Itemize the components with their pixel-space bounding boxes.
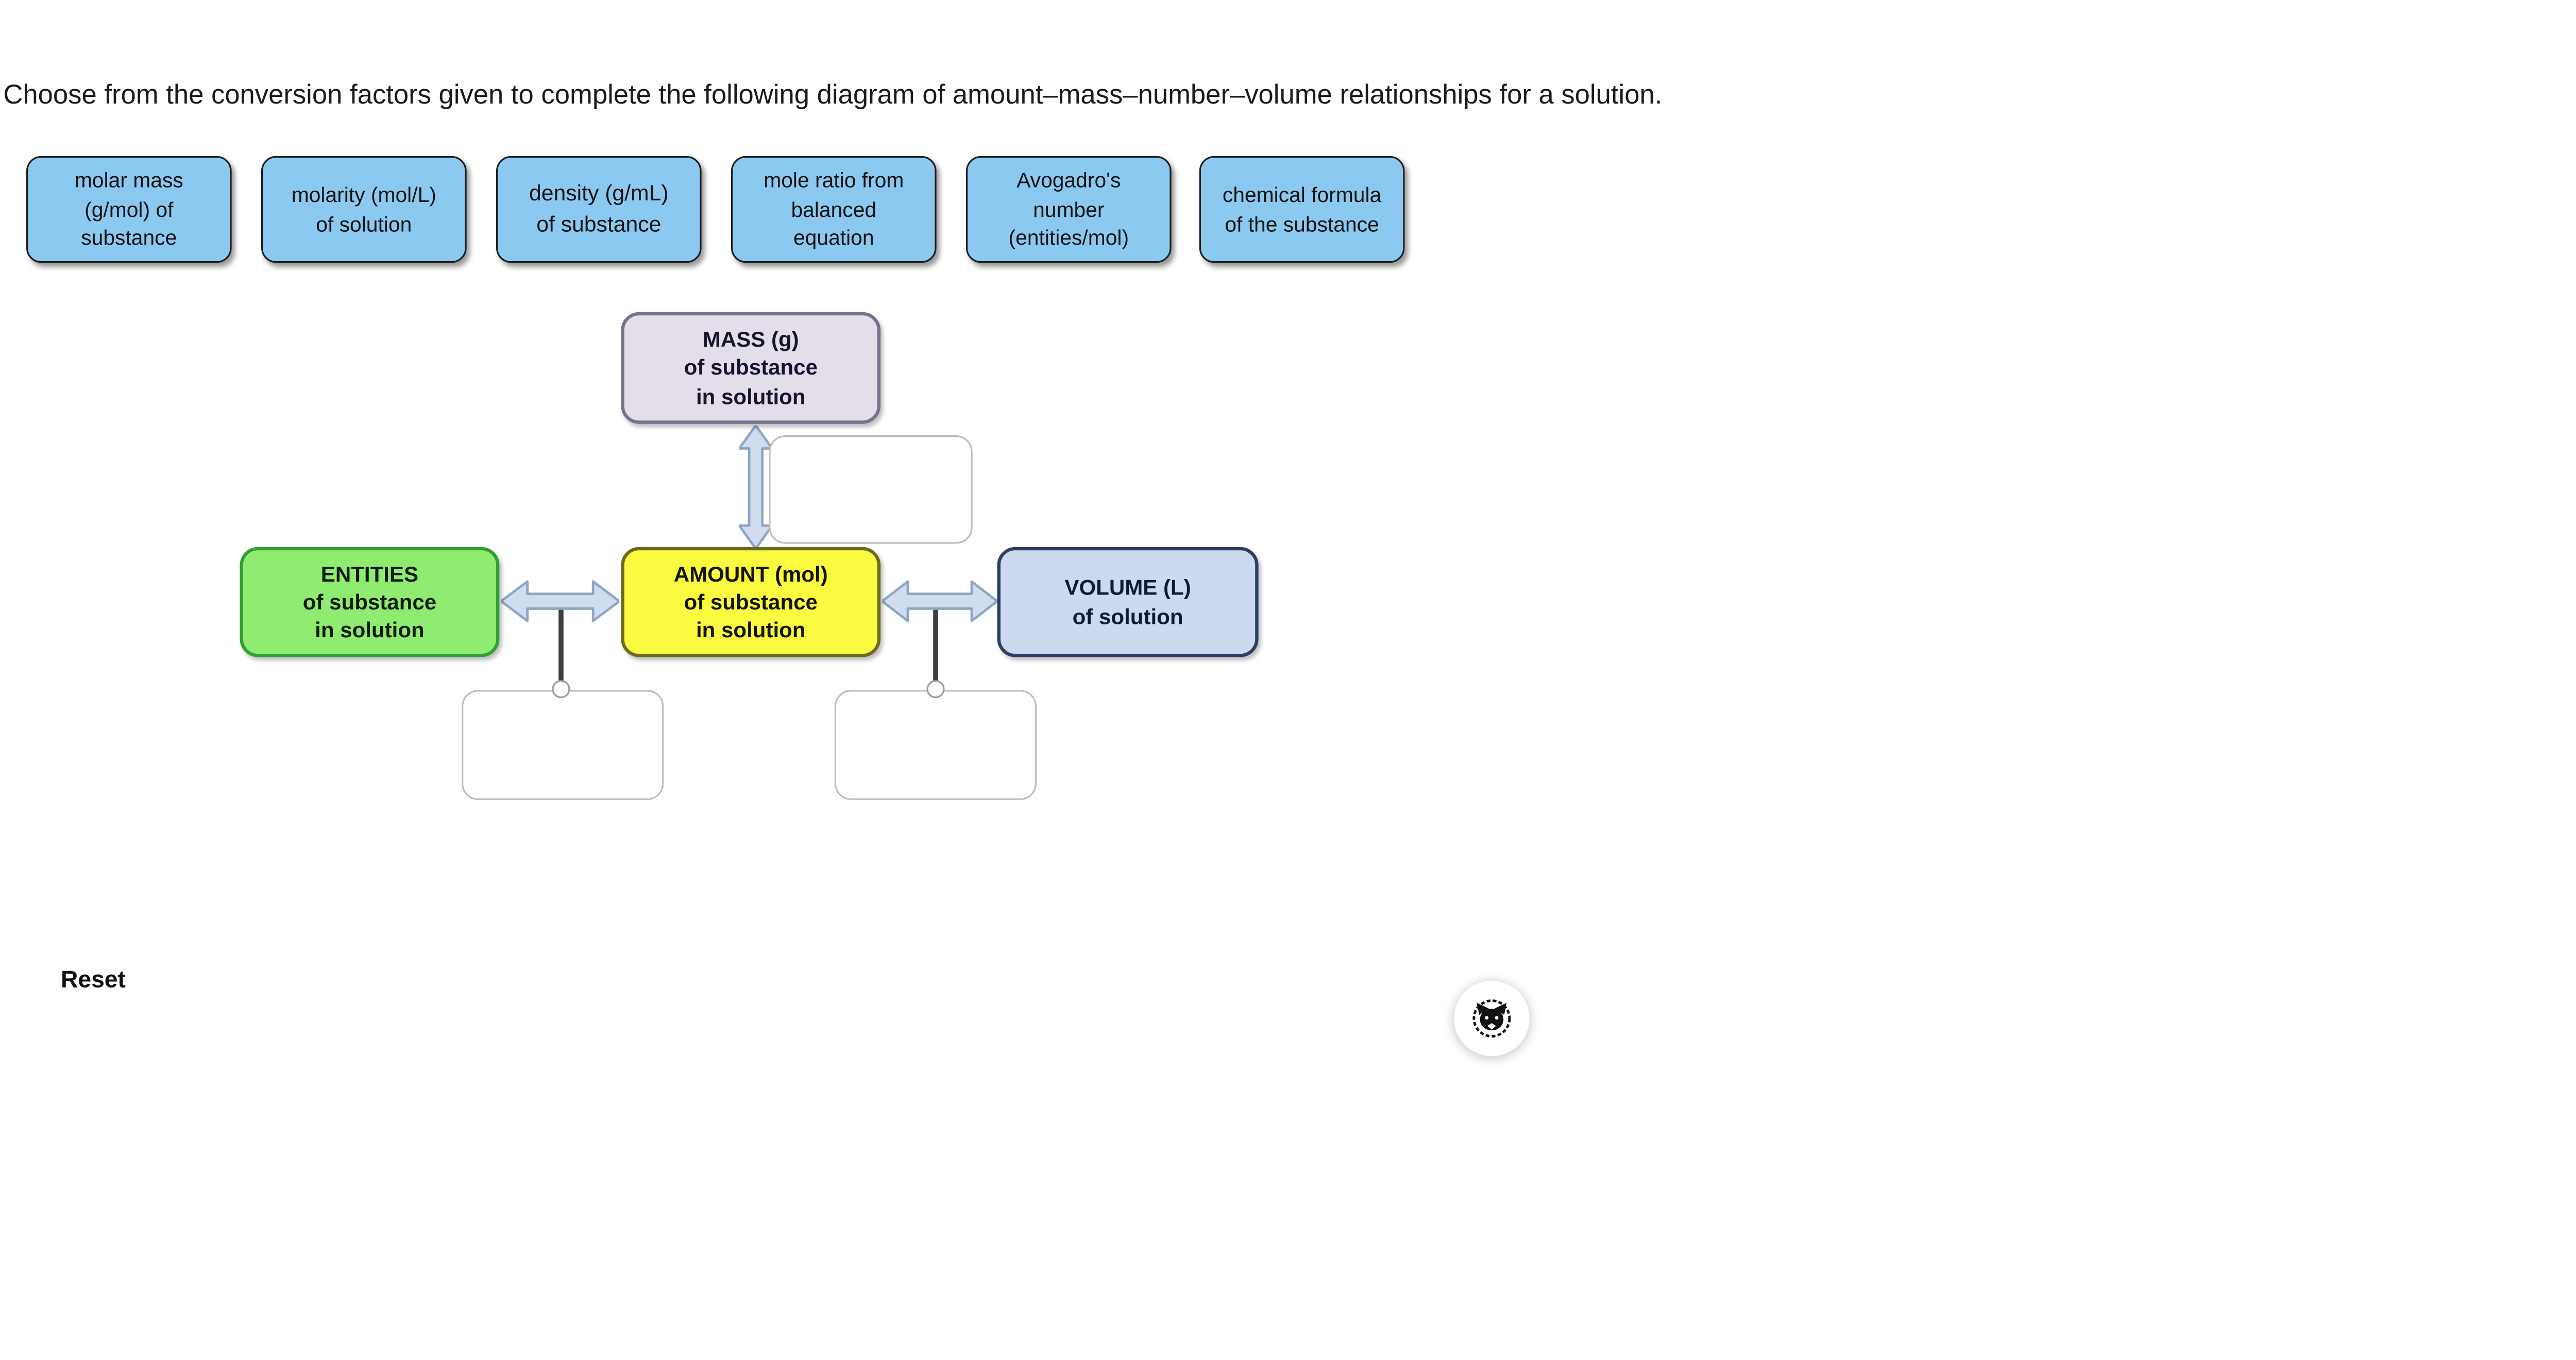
entities-amount-connector-anchor (552, 680, 570, 699)
reset-button[interactable]: Reset (60, 967, 126, 994)
mass-box: MASS (g) of substance in solution (621, 312, 881, 424)
entities-amount-double-arrow-icon (501, 580, 620, 622)
chip-density[interactable]: density (g/mL) of substance (496, 156, 702, 263)
chip-avogadros-number[interactable]: Avogadro's number (entities/mol) (966, 156, 1172, 263)
entities-box: ENTITIES of substance in solution (240, 547, 500, 657)
chip-molar-mass[interactable]: molar mass (g/mol) of substance (26, 156, 232, 263)
instruction-text: Choose from the conversion factors given… (3, 79, 1663, 110)
help-paw-button[interactable] (1454, 980, 1530, 1057)
amount-volume-connector-anchor (926, 680, 945, 699)
entities-amount-connector-line (558, 603, 563, 682)
exercise-page: Choose from the conversion factors given… (3, 79, 1663, 1057)
mass-amount-double-arrow-icon (739, 425, 772, 549)
dropzone-mass-amount[interactable] (769, 435, 973, 544)
chip-chemical-formula[interactable]: chemical formula of the substance (1199, 156, 1405, 263)
chip-mole-ratio[interactable]: mole ratio from balanced equation (731, 156, 937, 263)
chip-molarity[interactable]: molarity (mol/L) of solution (261, 156, 467, 263)
amount-volume-double-arrow-icon (882, 580, 997, 622)
dropzone-entities-amount[interactable] (462, 690, 664, 800)
volume-box: VOLUME (L) of solution (997, 547, 1259, 657)
amount-volume-connector-line (933, 603, 938, 682)
amount-box: AMOUNT (mol) of substance in solution (621, 547, 881, 657)
dropzone-amount-volume[interactable] (834, 690, 1037, 800)
cat-logo-icon (1470, 997, 1513, 1040)
